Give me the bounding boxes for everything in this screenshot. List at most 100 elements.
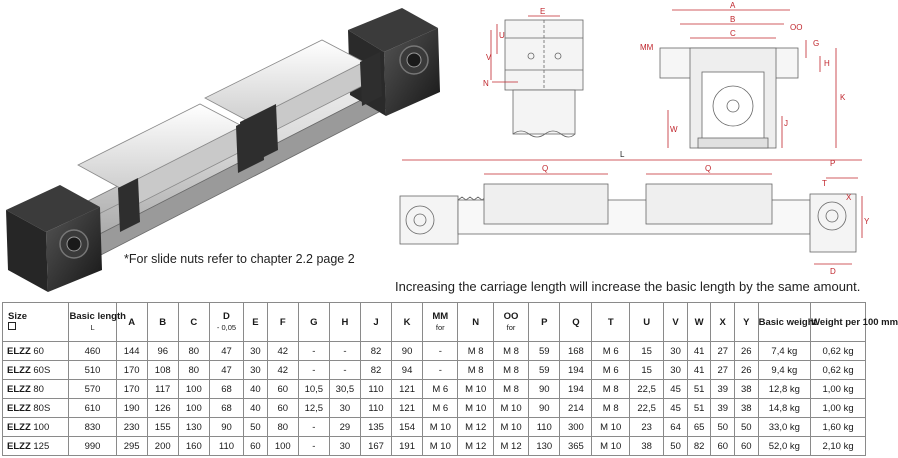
label-A: A — [730, 1, 736, 10]
table-cell: 42 — [266, 360, 299, 380]
label-L: L — [620, 150, 625, 159]
table-cell: 12,8 kg — [757, 379, 812, 399]
label-D: D — [830, 267, 836, 276]
table-cell: 154 — [391, 417, 424, 437]
label-OO: OO — [790, 23, 802, 32]
label-U: U — [499, 31, 505, 40]
table-cell: 45 — [663, 379, 688, 399]
table-cell: 26 — [734, 341, 759, 361]
column-header-label: H — [341, 316, 349, 328]
table-cell: 7,4 kg — [757, 341, 812, 361]
column-header-label: Basic length — [69, 311, 126, 322]
column-header: P — [528, 302, 561, 342]
table-cell: 60 — [734, 436, 759, 456]
table-cell: 194 — [559, 360, 593, 380]
column-header-label: Y — [743, 316, 750, 328]
table-cell: 96 — [146, 341, 179, 361]
column-header-sub: for — [435, 323, 445, 332]
table-cell: 64 — [663, 417, 688, 437]
table-cell: 38 — [734, 398, 759, 418]
label-MM: MM — [640, 43, 654, 52]
table-cell: 121 — [391, 398, 424, 418]
table-cell: 30 — [663, 341, 688, 361]
size-prefix: ELZZ — [7, 364, 31, 376]
column-header-label: W — [694, 316, 704, 328]
label-Q-right: Q — [705, 164, 711, 173]
label-C: C — [730, 29, 736, 38]
table-cell: 26 — [734, 360, 759, 380]
table-cell: 167 — [359, 436, 393, 456]
table-cell: M 8 — [591, 379, 630, 399]
table-cell: 22,5 — [628, 379, 665, 399]
label-E: E — [540, 7, 545, 16]
label-H: H — [824, 59, 830, 68]
label-B: B — [730, 15, 735, 24]
table-cell: M 10 — [591, 417, 630, 437]
actuator-illustration — [6, 8, 440, 292]
table-cell: 0,62 kg — [810, 360, 866, 380]
table-cell: 155 — [146, 417, 179, 437]
table-cell: 15 — [628, 341, 665, 361]
column-header-label: E — [252, 316, 259, 328]
column-header: F — [266, 302, 299, 342]
column-header: G — [297, 302, 330, 342]
drawings-svg: E U V N A B C OO MM G H K W J — [6, 1, 870, 292]
table-cell: 23 — [628, 417, 665, 437]
table-cell: 50 — [243, 417, 268, 437]
label-V: V — [486, 53, 492, 62]
column-header: W — [686, 302, 712, 342]
table-cell: 30 — [328, 436, 361, 456]
table-cell: 15 — [628, 360, 665, 380]
label-P: P — [830, 159, 835, 168]
column-header: Size — [1, 302, 70, 342]
table-cell: M 6 — [591, 360, 630, 380]
table-cell: 1,00 kg — [810, 379, 866, 399]
table-cell: M 10 — [422, 436, 459, 456]
column-header-label: K — [403, 316, 411, 328]
table-cell: 90 — [208, 417, 245, 437]
table-cell: M 6 — [591, 341, 630, 361]
table-cell: 100 — [266, 436, 299, 456]
table-cell: 59 — [528, 341, 561, 361]
table-cell: 100 — [177, 398, 210, 418]
column-header-label: F — [279, 316, 286, 328]
table-cell: M 6 — [422, 398, 459, 418]
size-cell: ELZZ 100 — [1, 417, 70, 437]
table-cell: 30,5 — [328, 379, 361, 399]
column-header-label: OO — [503, 311, 519, 322]
table-cell: M 12 — [457, 417, 494, 437]
table-cell: 230 — [115, 417, 148, 437]
column-header-label: J — [373, 316, 379, 328]
column-header-label: T — [607, 316, 614, 328]
column-header: Y — [734, 302, 759, 342]
size-cell: ELZZ 80 — [1, 379, 70, 399]
column-header-label: Weight per 100 mm — [811, 316, 898, 328]
square-icon — [8, 322, 16, 330]
side-view-drawing — [399, 159, 863, 265]
table-cell: 65 — [686, 417, 712, 437]
table-cell: 191 — [391, 436, 424, 456]
table-cell: 90 — [391, 341, 424, 361]
technical-figure: E U V N A B C OO MM G H K W J — [6, 1, 870, 294]
label-W: W — [670, 125, 678, 134]
table-cell: 80 — [266, 417, 299, 437]
table-cell: 60 — [266, 398, 299, 418]
table-cell: M 12 — [492, 436, 530, 456]
column-header-label: C — [190, 316, 198, 328]
table-cell: M 10 — [492, 398, 530, 418]
table-cell: 47 — [208, 360, 245, 380]
size-cell: ELZZ 80S — [1, 398, 70, 418]
label-Q-left: Q — [542, 164, 548, 173]
column-header: B — [146, 302, 179, 342]
table-cell: 110 — [359, 398, 393, 418]
size-prefix: ELZZ — [7, 402, 31, 414]
table-cell: 41 — [686, 341, 712, 361]
table-cell: M 8 — [492, 341, 530, 361]
table-cell: 10,5 — [297, 379, 330, 399]
table-cell: 27 — [710, 341, 736, 361]
